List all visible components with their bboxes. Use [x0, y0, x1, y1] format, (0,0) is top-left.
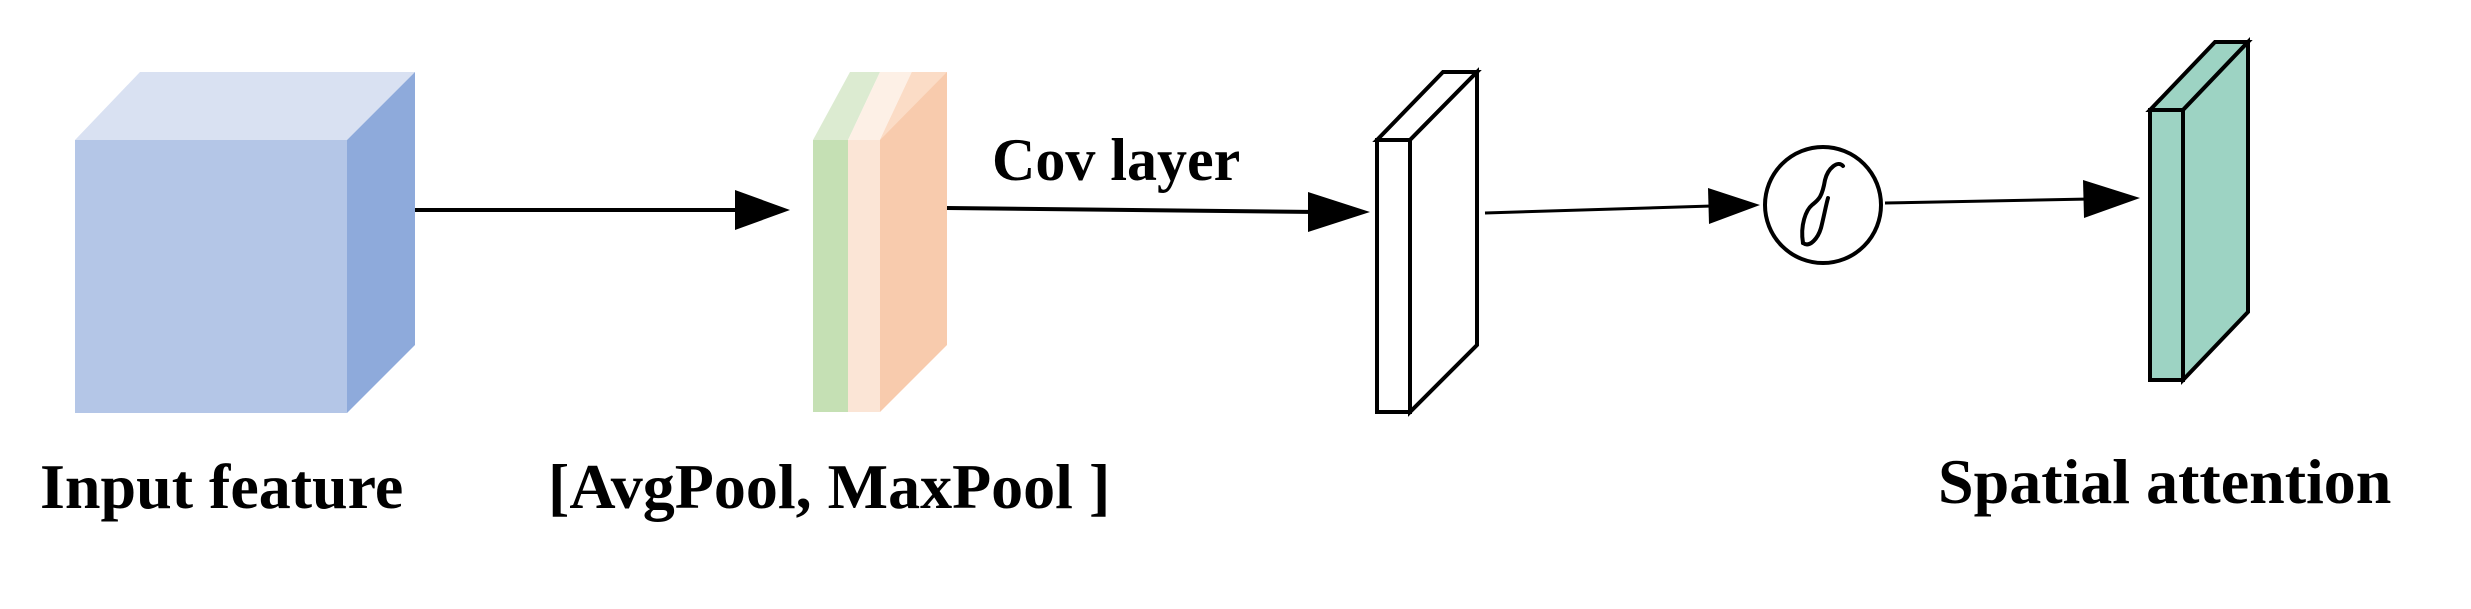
- input-cube-side: [347, 72, 415, 413]
- spatial-attention-label: Spatial attention: [1938, 446, 2392, 517]
- attention-slab-front: [2148, 108, 2185, 382]
- arrow-conv-to-sigmoid: [1484, 188, 1760, 224]
- input-feature-cube: [75, 72, 415, 413]
- conv-output-slab: [1372, 67, 1482, 417]
- avgpool-layer: [813, 140, 848, 412]
- maxpool-light-layer-top: [848, 72, 912, 140]
- input-feature-label: Input feature: [40, 451, 404, 522]
- arrow-input-to-pooling: [415, 190, 790, 230]
- maxpool-layer-top: [880, 72, 947, 140]
- input-cube-top: [75, 72, 415, 140]
- pooling-label: [AvgPool, MaxPool ]: [548, 451, 1111, 522]
- maxpool-light-layer: [848, 140, 880, 412]
- arrow-pooling-to-conv: [946, 192, 1370, 232]
- arrow-sigmoid-to-output: [1884, 180, 2140, 218]
- avgpool-layer-top: [813, 72, 880, 140]
- conv-slab-front: [1375, 138, 1412, 414]
- input-cube-front: [75, 140, 347, 413]
- sigmoid-icon: [1763, 145, 1883, 265]
- spatial-attention-map: [2145, 37, 2253, 385]
- conv-layer-label: Cov layer: [992, 127, 1241, 193]
- maxpool-layer-side: [880, 72, 947, 412]
- pooled-feature-maps: [813, 72, 947, 412]
